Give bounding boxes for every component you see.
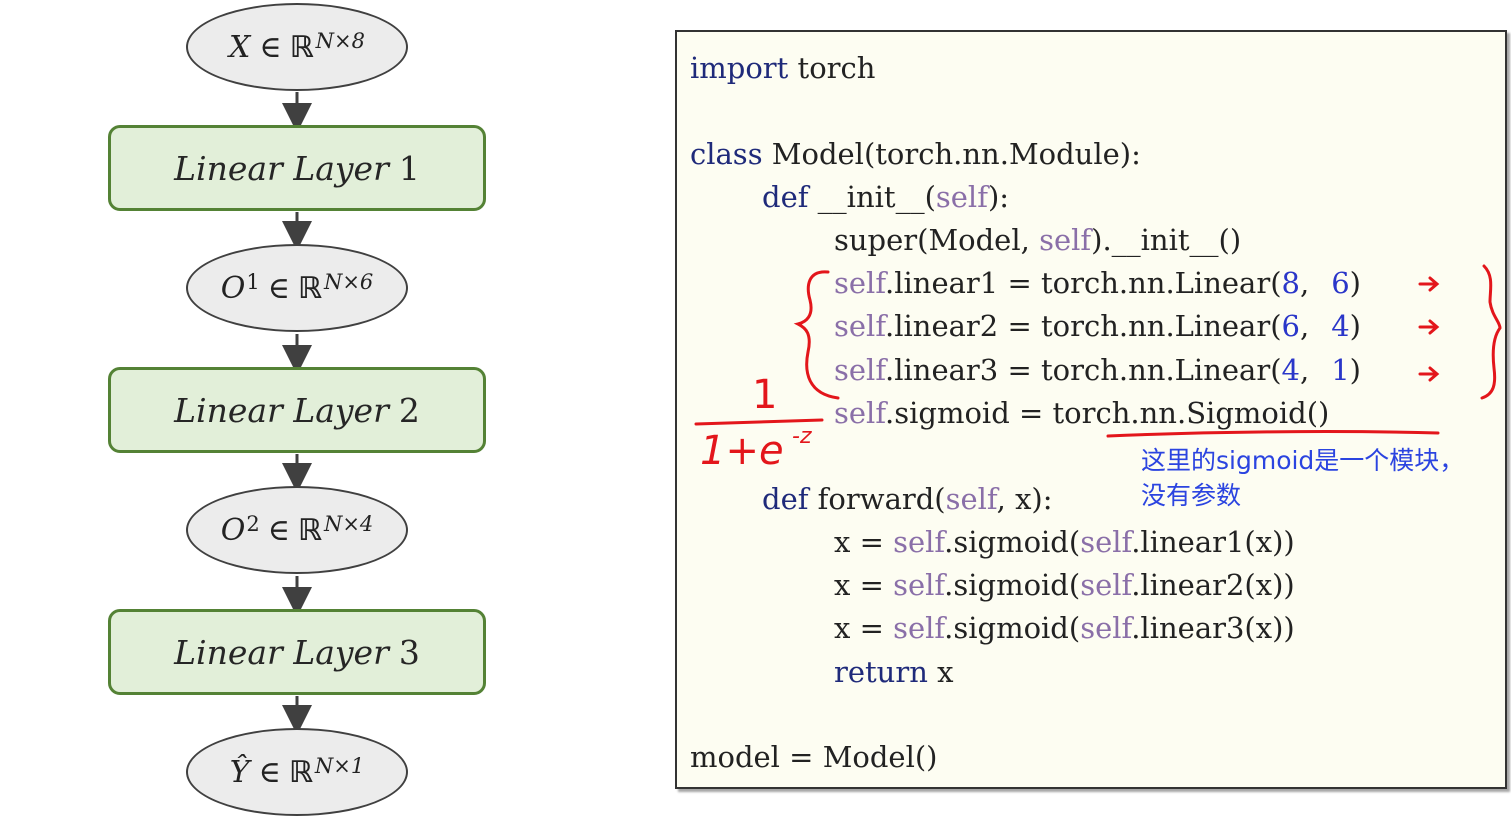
code-line-super: super(Model, self).__init__() — [834, 223, 1242, 257]
node-var: X — [229, 29, 251, 65]
node-dims: N×1 — [314, 754, 365, 778]
reals-symbol: ℝ — [297, 512, 322, 548]
element-of-symbol: ∈ — [267, 270, 290, 306]
layer-index: 2 — [398, 390, 420, 430]
formula-exponent: -z — [792, 424, 812, 449]
code-line-linear2: self.linear2 = torch.nn.Linear(6,4) — [834, 309, 1361, 343]
code-line-model: model = Model() — [690, 740, 938, 774]
layer-name: Linear Layer — [174, 632, 389, 672]
node-dims: N×4 — [323, 512, 374, 536]
element-of-symbol: ∈ — [267, 512, 290, 548]
layer-name: Linear Layer — [174, 390, 389, 430]
annotation-line-1: 这里的sigmoid是一个模块， — [1141, 446, 1465, 475]
reals-symbol: ℝ — [297, 270, 322, 306]
code-line-return: return x — [834, 655, 954, 689]
node-dims: N×8 — [315, 29, 365, 53]
layer-index: 1 — [398, 148, 420, 188]
element-of-symbol: ∈ — [259, 29, 282, 65]
reals-symbol: ℝ — [288, 754, 313, 790]
code-line-import: import torch — [690, 51, 876, 85]
flow-arrows — [282, 92, 312, 735]
node-superscript: 1 — [246, 270, 260, 294]
formula-denominator: 1+e — [700, 428, 784, 474]
layer-name: Linear Layer — [174, 148, 389, 188]
formula-numerator: 1 — [752, 372, 778, 418]
code-line-def-forward: def forward(self, x): — [762, 482, 1053, 516]
node-superscript: 2 — [246, 512, 260, 536]
code-line-def-init: def __init__(self): — [762, 180, 1010, 214]
annotation-line-2: 没有参数 — [1141, 481, 1242, 510]
node-var: Ŷ — [229, 754, 250, 790]
node-var: O — [220, 270, 246, 306]
code-line-sigmoid: self.sigmoid = torch.nn.Sigmoid() — [834, 396, 1330, 430]
code-panel — [675, 30, 1507, 789]
code-line-forward-3: x = self.sigmoid(self.linear3(x)) — [834, 611, 1295, 645]
code-line-forward-2: x = self.sigmoid(self.linear2(x)) — [834, 568, 1295, 602]
code-line-linear3: self.linear3 = torch.nn.Linear(4,1) — [834, 353, 1361, 387]
reals-symbol: ℝ — [289, 29, 314, 65]
code-line-linear1: self.linear1 = torch.nn.Linear(8,6) — [834, 266, 1361, 300]
code-line-class: class Model(torch.nn.Module): — [690, 137, 1141, 171]
layer-index: 3 — [398, 632, 420, 672]
element-of-symbol: ∈ — [258, 754, 281, 790]
node-dims: N×6 — [323, 270, 374, 294]
code-line-forward-1: x = self.sigmoid(self.linear1(x)) — [834, 525, 1295, 559]
node-var: O — [220, 512, 246, 548]
